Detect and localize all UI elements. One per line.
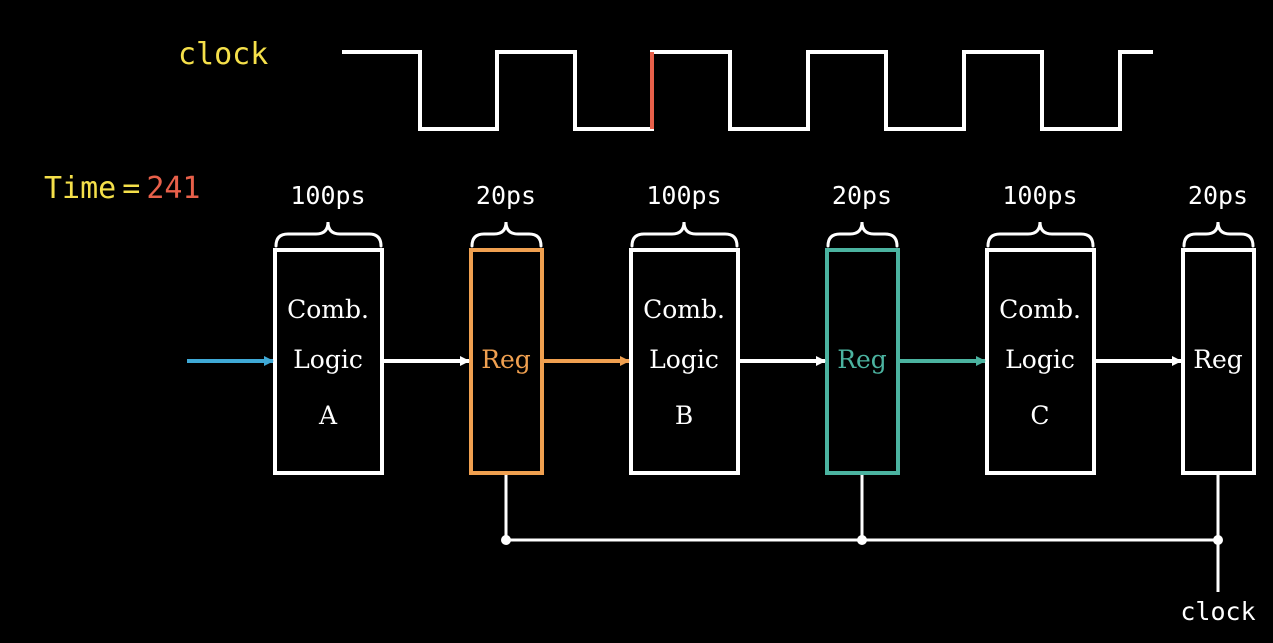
time-label: Time: [44, 171, 116, 206]
comb-c-line-2: Logic: [1005, 345, 1075, 374]
bottom-clock-label: clock: [1180, 597, 1255, 626]
clock-junction-1: [501, 535, 511, 545]
comb-logic-c-box: [985, 248, 1096, 475]
brace-comb-c: [986, 221, 1095, 248]
comb-a-line-2: Logic: [293, 345, 363, 374]
clock-waveform: [342, 50, 1153, 131]
delay-label-comb-c: 100ps: [1002, 181, 1077, 210]
delay-label-reg-1: 20ps: [476, 181, 536, 210]
reg-1-label: Reg: [481, 345, 531, 374]
clock-label: clock: [178, 37, 268, 72]
delay-label-reg-2: 20ps: [832, 181, 892, 210]
delay-label-comb-b: 100ps: [646, 181, 721, 210]
brace-reg-3: [1182, 221, 1255, 248]
register-1-box: [469, 248, 544, 475]
register-2-box: [825, 248, 900, 475]
register-3-box: [1181, 248, 1256, 475]
comb-a-line-3: A: [318, 401, 338, 430]
comb-b-line-3: B: [675, 401, 693, 430]
clock-junction-3: [1213, 535, 1223, 545]
delay-label-reg-3: 20ps: [1188, 181, 1248, 210]
reg-3-label: Reg: [1193, 345, 1243, 374]
brace-reg-1: [470, 221, 543, 248]
time-readout: Time=241: [44, 171, 201, 206]
time-value: 241: [146, 171, 200, 206]
brace-comb-a: [274, 221, 383, 248]
reg-2-label: Reg: [837, 345, 887, 374]
comb-c-line-3: C: [1030, 401, 1049, 430]
time-equals: =: [122, 171, 140, 206]
comb-b-line-1: Comb.: [643, 295, 725, 324]
comb-b-line-2: Logic: [649, 345, 719, 374]
comb-c-line-1: Comb.: [999, 295, 1081, 324]
brace-comb-b: [630, 221, 739, 248]
comb-logic-a-box: [273, 248, 384, 475]
comb-logic-b-box: [629, 248, 740, 475]
comb-a-line-1: Comb.: [287, 295, 369, 324]
delay-label-comb-a: 100ps: [290, 181, 365, 210]
brace-reg-2: [826, 221, 899, 248]
clock-junction-2: [857, 535, 867, 545]
